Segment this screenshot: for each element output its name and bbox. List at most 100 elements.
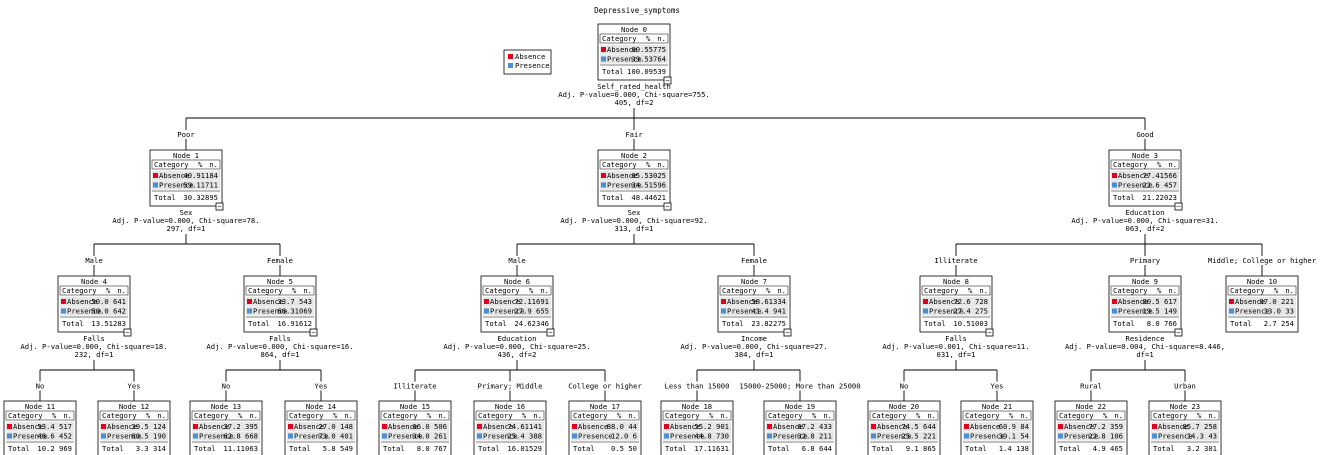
node-1: Node 1Category%n.Absence40.91184Presence…: [149, 149, 224, 211]
total-values: 10.51003: [953, 319, 988, 328]
row-background: [1057, 431, 1125, 441]
row-category: Presence: [483, 432, 518, 441]
node-header-row: [1110, 285, 1180, 296]
legend-swatch-presence: [508, 63, 513, 68]
row-category: Presence: [607, 55, 642, 64]
row-background: [192, 431, 260, 441]
branch-label-no: No: [36, 382, 45, 391]
row-background: [1228, 297, 1296, 306]
node-title: Node 11: [25, 402, 55, 411]
split-variable: Falls: [945, 334, 967, 343]
row-values: 73.0 401: [318, 432, 353, 441]
category-swatch: [61, 299, 66, 304]
row-background: [60, 306, 128, 316]
node-header-row: [151, 159, 221, 170]
node-header-row: [1150, 410, 1220, 421]
header-n: n.: [157, 411, 166, 420]
row-category: Presence: [970, 432, 1005, 441]
total-label: Total: [768, 444, 790, 453]
row-category: Absence: [773, 422, 803, 431]
row-values: 13.0 33: [1264, 307, 1294, 316]
row-background: [476, 422, 544, 431]
header-percent: %: [292, 286, 297, 295]
node-title: Node 21: [982, 402, 1012, 411]
branch-label-yes: Yes: [315, 382, 328, 391]
header-category: Category: [602, 160, 637, 169]
category-swatch: [572, 424, 577, 429]
total-values: 3.3 314: [136, 444, 166, 453]
row-category: Absence: [490, 297, 520, 306]
branch-label-background: [476, 381, 544, 391]
row-values: 66.31069: [277, 307, 312, 316]
row-background: [152, 171, 220, 180]
split-variable: Self_rated_health: [597, 82, 671, 91]
row-background: [571, 431, 639, 441]
category-swatch: [1229, 308, 1234, 314]
row-category: Presence: [578, 432, 613, 441]
row-background: [100, 431, 168, 441]
header-category: Category: [1113, 160, 1148, 169]
category-swatch: [871, 433, 876, 439]
split-statistic: Adj. P-value=0.000, Chi-square=92.: [560, 216, 707, 225]
row-category: Absence: [970, 422, 1000, 431]
split-variable: Education: [498, 334, 537, 343]
row-values: 67.2 433: [797, 422, 832, 431]
total-values: 16.01529: [507, 444, 542, 453]
category-swatch: [923, 299, 928, 304]
row-category: Presence: [159, 181, 194, 190]
row-values: 62.8 668: [223, 432, 258, 441]
split-variable: Income: [741, 334, 767, 343]
row-values: 27.4 275: [953, 307, 988, 316]
row-values: 60.5 190: [131, 432, 166, 441]
header-category: Category: [665, 411, 700, 420]
row-values: 60.9 84: [999, 422, 1029, 431]
header-percent: %: [52, 411, 57, 420]
row-values: 72.11691: [514, 297, 549, 306]
row-background: [870, 431, 938, 441]
row-category: Presence: [1118, 307, 1153, 316]
row-values: 41.4 941: [751, 307, 786, 316]
row-values: 44.8 730: [694, 432, 729, 441]
branch-label-female: Female: [741, 256, 767, 265]
header-category: Category: [722, 286, 757, 295]
branch-label-15000-25000;-more-than-25000: 15000-25000; More than 25000: [739, 382, 860, 391]
branch-label-background: [989, 381, 1005, 391]
row-values: 25.5 221: [901, 432, 936, 441]
category-swatch: [477, 433, 482, 439]
header-n: n.: [117, 286, 126, 295]
row-background: [766, 431, 834, 441]
category-swatch: [247, 308, 252, 314]
branch-label-background: [567, 381, 644, 391]
row-category: Presence: [388, 432, 423, 441]
branch-label-male: Male: [85, 256, 102, 265]
node-header-row: [191, 410, 261, 421]
row-values: 39.1 54: [999, 432, 1029, 441]
split-statistic: 232, df=1: [75, 350, 114, 359]
row-values: 25.4 388: [507, 432, 542, 441]
header-percent: %: [333, 411, 338, 420]
row-category: Absence: [13, 422, 43, 431]
header-n: n.: [533, 411, 542, 420]
split-statistic: Adj. P-value=0.000, Chi-square=78.: [112, 216, 259, 225]
split-statistic: 384, df=1: [735, 350, 774, 359]
branch-label-illiterate: Illiterate: [393, 382, 436, 391]
category-swatch: [1058, 433, 1063, 439]
row-background: [571, 422, 639, 431]
row-category: Presence: [67, 307, 102, 316]
row-background: [483, 297, 551, 306]
header-n: n.: [1020, 411, 1029, 420]
row-category: Absence: [607, 45, 637, 54]
branch-label-less-than-15000: Less than 15000: [665, 382, 730, 391]
row-values: 65.53025: [631, 171, 666, 180]
node-title: Node 22: [1076, 402, 1106, 411]
legend-swatch-absence: [508, 54, 513, 59]
total-values: 6.8 644: [802, 444, 832, 453]
branch-label-male: Male: [508, 256, 525, 265]
row-values: 72.6 728: [953, 297, 988, 306]
branch-label-background: [740, 256, 768, 265]
header-percent: %: [1103, 411, 1108, 420]
